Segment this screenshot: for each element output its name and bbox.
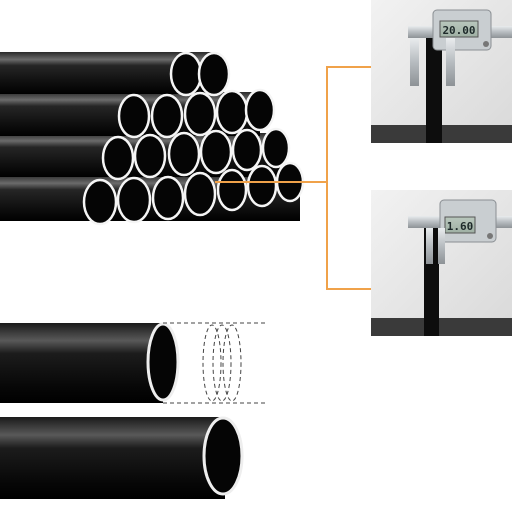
pipe-end	[244, 88, 276, 132]
pipe-end	[151, 175, 185, 221]
lcd-screen	[444, 216, 476, 234]
pipe-end	[101, 135, 135, 181]
caliper-jaw	[438, 228, 445, 264]
lcd-reading: 20.00	[442, 24, 475, 37]
pipe-end	[261, 127, 291, 169]
pipe-end	[197, 51, 231, 97]
bracket-line	[326, 66, 371, 290]
pipe-end	[116, 176, 152, 224]
pipe-end	[167, 131, 201, 177]
pipe-end	[150, 93, 184, 139]
caliper-jaw	[410, 38, 419, 86]
caliper-jaw	[446, 38, 455, 86]
pipe-end	[199, 129, 233, 175]
table-edge	[371, 318, 512, 336]
lcd-reading: 1.60	[447, 220, 474, 233]
caliper-icon: 20.00	[408, 9, 512, 86]
pipe-end	[117, 93, 151, 139]
pipe-end	[82, 178, 118, 226]
caliper-icon: 1.60	[408, 199, 512, 264]
pipe-rings-icon	[163, 322, 268, 404]
pipe-end	[183, 171, 217, 217]
large-pipe-end	[146, 322, 180, 402]
pipe-end	[216, 168, 248, 212]
large-pipe-body	[0, 323, 163, 403]
pipe-with-rings	[0, 322, 268, 404]
caliper-panel-thickness: 1.60	[371, 190, 512, 336]
pipe-end	[183, 91, 217, 137]
pipe-end	[169, 51, 203, 97]
pipe-end	[231, 128, 263, 172]
pipe-end	[133, 133, 167, 179]
pipe-end	[246, 164, 278, 208]
pipe-stack	[0, 51, 305, 226]
caliper-jaw	[426, 228, 433, 264]
large-pipe-body	[0, 417, 225, 499]
pipe-end	[215, 89, 249, 135]
large-pipe-end	[202, 416, 244, 496]
lcd-screen	[439, 20, 479, 38]
caliper-panel-diameter: 20.00	[371, 0, 512, 143]
standing-pipe	[426, 38, 442, 143]
pipe-plain	[0, 416, 244, 499]
connector-lines	[215, 66, 371, 290]
